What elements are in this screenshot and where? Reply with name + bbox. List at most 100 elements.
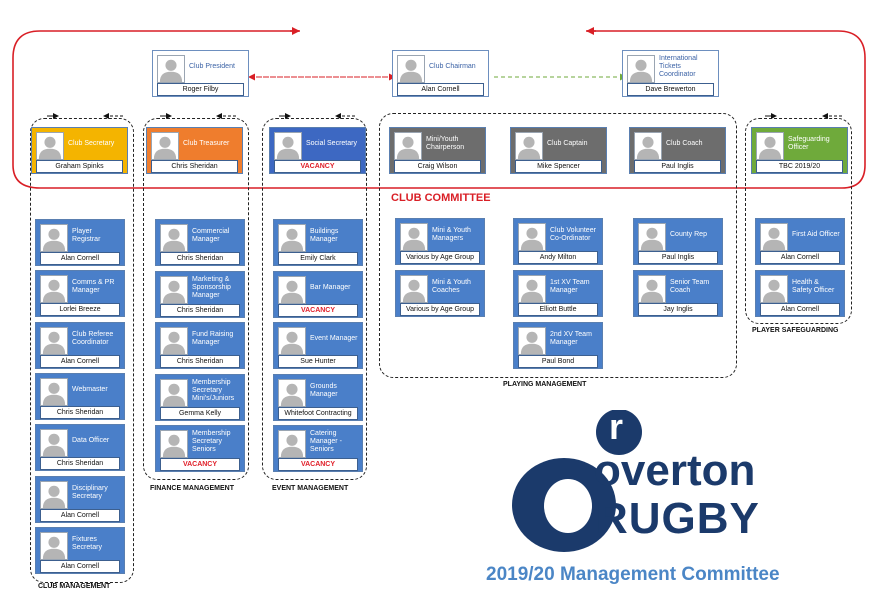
person-photo [40, 480, 68, 509]
person-name: Whitefoot Contracting [278, 406, 358, 420]
person-photo [151, 132, 179, 160]
person-name: Graham Spinks [36, 160, 123, 173]
club-committee-label: CLUB COMMITTEE [391, 192, 491, 204]
committee-loop [12, 30, 866, 189]
person-photo [40, 326, 68, 355]
role-title: Disciplinary Secretary [72, 484, 108, 500]
person-name: Paul Inglis [638, 251, 718, 264]
role-title: County Rep [670, 231, 707, 238]
role-title: Club Chairman [429, 63, 476, 70]
person-silhouette-icon [38, 136, 62, 159]
person-photo [274, 132, 302, 160]
person-name: Mike Spencer [515, 160, 602, 173]
person-silhouette-icon [42, 536, 66, 559]
person-name: Alan Cornell [40, 559, 120, 573]
role-title: Club Treasurer [183, 140, 230, 147]
role-title: Marketing & Sponsorship Manager [192, 275, 231, 299]
role-title: Fixtures Secretary [72, 535, 102, 551]
person-photo [760, 275, 788, 303]
person-silhouette-icon [280, 331, 304, 354]
person-silhouette-icon [520, 331, 544, 354]
person-silhouette-icon [42, 331, 66, 354]
person-name: Alan Cornell [397, 83, 484, 96]
person-silhouette-icon [762, 279, 786, 302]
person-silhouette-icon [162, 280, 186, 303]
role-title: Mini/Youth Chairperson [426, 136, 465, 151]
person-name: Chris Sheridan [160, 252, 240, 265]
person-silhouette-icon [280, 383, 304, 406]
player-safeguarding-label: PLAYER SAFEGUARDING [752, 327, 839, 334]
person-name: Various by Age Group [400, 303, 480, 316]
role-title: Event Manager [310, 335, 358, 342]
person-silhouette-icon [42, 485, 66, 508]
safeguarding-frame [745, 118, 852, 324]
person-silhouette-icon [520, 279, 544, 302]
person-photo [518, 223, 546, 251]
person-photo [400, 275, 428, 303]
person-photo [40, 531, 68, 560]
person-silhouette-icon [399, 59, 423, 82]
person-name: Chris Sheridan [151, 160, 238, 173]
person-photo [397, 55, 425, 83]
person-name: Andy Milton [518, 251, 598, 264]
person-name: Paul Inglis [634, 160, 721, 173]
role-title: Club Captain [547, 140, 588, 147]
person-photo [160, 275, 188, 304]
person-photo [756, 132, 784, 160]
person-name: Gemma Kelly [160, 406, 240, 420]
person-photo [157, 55, 185, 83]
event-management-frame [262, 118, 367, 480]
person-photo [638, 223, 666, 251]
role-title: 1st XV Team Manager [550, 279, 590, 294]
role-title: Club Secretary [68, 140, 115, 147]
person-silhouette-icon [517, 136, 541, 159]
event-management-label: EVENT MANAGEMENT [272, 485, 349, 492]
person-photo [160, 430, 188, 458]
club-management-frame [30, 118, 134, 583]
playing-management-frame [379, 113, 737, 378]
person-name: Roger Filby [157, 83, 244, 96]
role-title: Bar Manager [310, 283, 351, 291]
person-photo [278, 327, 306, 355]
person-photo [278, 430, 306, 458]
person-photo [40, 429, 68, 458]
person-name: Alan Cornell [760, 303, 840, 316]
person-photo [627, 55, 655, 83]
person-photo [634, 132, 662, 160]
person-name: Dave Brewerton [627, 83, 714, 96]
person-name: Chris Sheridan [40, 457, 120, 471]
person-photo [36, 132, 64, 160]
role-title: Health & Safety Officer [792, 279, 835, 294]
finance-management-label: FINANCE MANAGEMENT [150, 485, 234, 492]
role-title: Club Coach [666, 140, 703, 147]
person-silhouette-icon [162, 331, 186, 354]
person-name: Emily Clark [278, 252, 358, 265]
person-name: VACANCY [274, 160, 361, 173]
role-title: Safeguarding Officer [788, 136, 830, 151]
role-title: Membership Secretary Seniors [192, 430, 231, 453]
role-title: Data Officer [72, 437, 110, 445]
person-silhouette-icon [162, 228, 186, 251]
person-photo [278, 378, 306, 407]
role-title: Club Referee Coordinator [72, 330, 114, 346]
logo-word-rugby: RUGBY [596, 494, 760, 543]
person-silhouette-icon [159, 59, 183, 82]
